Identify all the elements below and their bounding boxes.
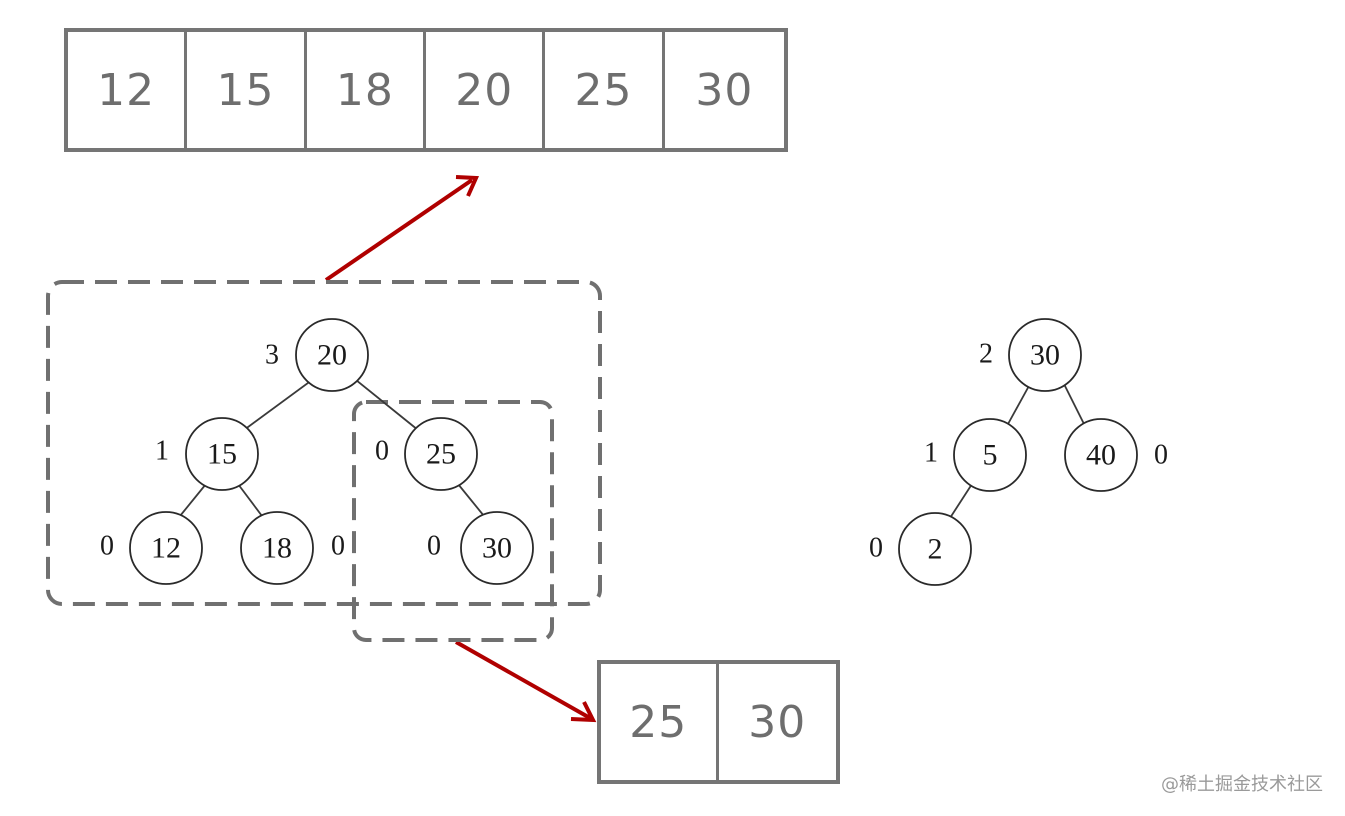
sorted-array-bottom: 25 30	[597, 660, 840, 784]
array-cell: 30	[695, 64, 754, 116]
svg-text:5: 5	[983, 439, 998, 472]
tree-node-30-root: 30	[1008, 318, 1082, 392]
height-label: 1	[155, 436, 169, 467]
svg-text:15: 15	[207, 438, 237, 471]
svg-text:18: 18	[262, 532, 292, 565]
sorted-array-top: 12 15 18 20 25 30	[64, 28, 788, 152]
array-cell: 18	[307, 32, 427, 148]
svg-text:30: 30	[482, 532, 512, 565]
tree-node-30: 30	[460, 511, 534, 585]
edge	[949, 483, 973, 519]
height-label: 0	[427, 531, 441, 562]
arrow-down	[455, 640, 597, 723]
arrow-up	[324, 175, 480, 282]
svg-text:2: 2	[928, 533, 943, 566]
edge	[457, 483, 485, 517]
array-cell: 25	[601, 664, 719, 780]
tree-node-18: 18	[240, 511, 314, 585]
tree-node-12: 12	[129, 511, 203, 585]
height-label: 0	[869, 533, 883, 564]
left-tree-outline	[46, 280, 602, 606]
array-cell: 20	[426, 32, 546, 148]
edge	[243, 379, 313, 431]
height-label: 1	[924, 438, 938, 469]
height-label: 0	[1154, 440, 1168, 471]
array-cell: 12	[68, 32, 188, 148]
svg-text:40: 40	[1086, 439, 1116, 472]
svg-text:25: 25	[426, 438, 456, 471]
height-label: 0	[331, 531, 345, 562]
tree-node-2: 2	[898, 512, 972, 586]
svg-text:20: 20	[317, 339, 347, 372]
height-label: 3	[265, 340, 279, 371]
right-subtree-outline	[352, 400, 554, 642]
svg-text:30: 30	[1030, 339, 1060, 372]
height-label: 0	[375, 436, 389, 467]
tree-node-20: 20	[295, 318, 369, 392]
tree-node-40: 40	[1064, 418, 1138, 492]
tree-node-25: 25	[404, 417, 478, 491]
array-cell: 30	[748, 696, 807, 748]
edge	[1007, 383, 1031, 425]
svg-text:12: 12	[151, 532, 181, 565]
edge	[355, 379, 419, 431]
edge	[237, 483, 263, 517]
array-cell: 25	[545, 32, 665, 148]
watermark: @稀土掘金技术社区	[1161, 774, 1323, 795]
edge	[179, 483, 207, 517]
height-label: 0	[100, 531, 114, 562]
tree-node-15: 15	[185, 417, 259, 491]
height-label: 2	[979, 339, 993, 370]
array-cell: 15	[187, 32, 307, 148]
edge	[1063, 383, 1085, 425]
tree-node-5: 5	[953, 418, 1027, 492]
